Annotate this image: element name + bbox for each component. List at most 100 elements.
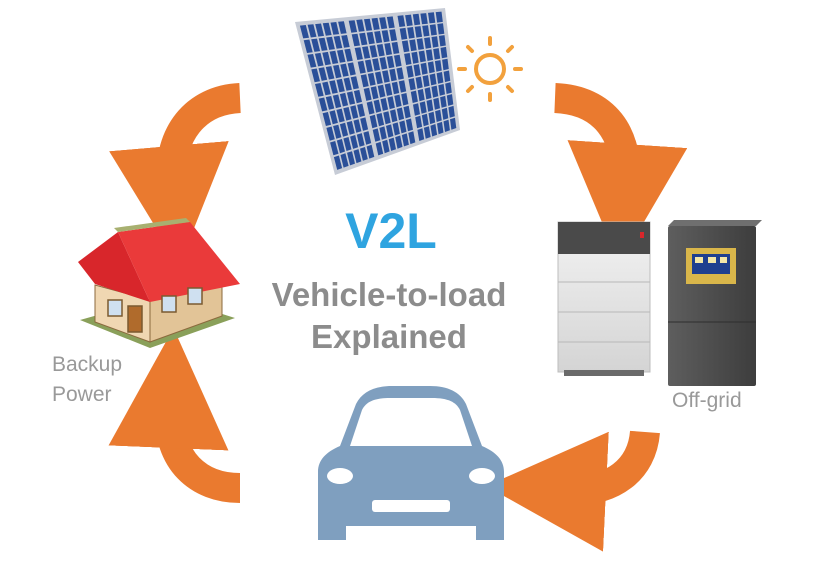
sun-icon xyxy=(457,36,523,102)
solar-cell xyxy=(357,103,365,117)
solar-cell xyxy=(377,84,386,98)
solar-cell xyxy=(434,60,442,72)
solar-cell xyxy=(396,67,404,80)
solar-cell xyxy=(336,108,345,123)
backup-label-line-1: Backup xyxy=(52,353,123,376)
solar-cell xyxy=(372,128,381,142)
solar-cell xyxy=(369,114,378,129)
solar-cell xyxy=(384,83,393,96)
solar-cell xyxy=(436,72,444,84)
solar-cell xyxy=(438,35,446,47)
solar-cell xyxy=(421,113,429,127)
solar-cell xyxy=(390,109,398,123)
solar-cell xyxy=(380,98,389,111)
solar-cell xyxy=(326,126,335,141)
solar-cell xyxy=(422,25,430,37)
solar-cell xyxy=(386,16,395,29)
solar-cell xyxy=(446,94,454,106)
solar-cell xyxy=(412,13,421,26)
solar-cell xyxy=(442,58,449,71)
solar-cell xyxy=(408,131,416,145)
solar-cell xyxy=(369,45,378,58)
solar-cell xyxy=(405,14,413,27)
house-icon xyxy=(78,218,240,348)
solar-cell xyxy=(440,46,448,59)
solar-cell xyxy=(427,61,435,74)
solar-cell xyxy=(329,110,338,125)
solar-cell xyxy=(417,128,425,141)
arrow-to-house xyxy=(109,83,242,266)
solar-cell xyxy=(384,43,392,56)
solar-cell xyxy=(375,71,383,85)
solar-cell xyxy=(435,109,442,122)
solar-cell xyxy=(311,68,320,83)
solar-cell xyxy=(381,30,390,43)
solar-cell xyxy=(450,117,457,130)
solar-cell xyxy=(360,74,369,88)
solar-cell xyxy=(414,26,423,38)
solar-cell xyxy=(315,83,324,97)
solar-cell xyxy=(318,37,328,51)
solar-cell xyxy=(389,68,397,82)
solar-cell xyxy=(373,99,382,113)
solar-cell xyxy=(422,75,430,87)
solar-cell xyxy=(391,41,400,54)
solar-cell xyxy=(353,89,362,104)
solar-cell xyxy=(339,122,349,137)
subtitle-line-1: Vehicle-to-load xyxy=(271,276,507,313)
solar-cell xyxy=(429,73,437,86)
solar-cell xyxy=(357,60,366,74)
solar-cell xyxy=(440,95,447,108)
solar-cell xyxy=(366,144,375,159)
solar-cell xyxy=(395,135,403,149)
solar-cell xyxy=(348,20,358,33)
solar-cell xyxy=(399,27,408,40)
solar-cell xyxy=(341,35,350,48)
solar-cell xyxy=(431,85,439,98)
solar-cell xyxy=(307,54,317,68)
solar-cell xyxy=(409,39,417,52)
solar-cell xyxy=(423,126,431,139)
battery-stack-icon xyxy=(557,221,651,376)
solar-cell xyxy=(426,99,434,112)
solar-cell xyxy=(303,39,313,53)
solar-cell xyxy=(343,137,352,151)
solar-cell xyxy=(425,49,433,61)
solar-cell xyxy=(441,107,449,120)
solar-cell xyxy=(413,64,421,77)
solar-cell xyxy=(346,91,356,105)
solar-cell xyxy=(343,107,352,121)
solar-cell xyxy=(382,70,390,83)
solar-cell xyxy=(401,93,409,106)
solar-cell xyxy=(339,92,349,107)
arrow-to-car xyxy=(486,429,660,552)
solar-cell xyxy=(330,141,339,156)
solar-cell xyxy=(353,119,362,133)
solar-cell xyxy=(367,72,376,86)
solar-cell xyxy=(428,12,436,24)
title: V2L xyxy=(345,203,437,259)
solar-cell xyxy=(392,122,400,136)
solar-cell xyxy=(386,55,395,69)
solar-cell xyxy=(431,36,439,48)
solar-cell xyxy=(350,135,359,149)
solar-cell xyxy=(397,15,406,27)
solar-cell xyxy=(326,36,335,50)
solar-cell xyxy=(360,147,368,161)
solar-cell xyxy=(376,44,385,57)
solar-cell xyxy=(372,58,381,71)
solar-cell xyxy=(340,153,349,168)
solar-cell xyxy=(391,81,400,95)
solar-cell xyxy=(399,120,407,134)
solar-cell xyxy=(430,124,438,137)
solar-cell xyxy=(364,18,373,31)
solar-cell xyxy=(332,94,342,109)
solar-cell xyxy=(370,86,379,100)
solar-cell xyxy=(404,53,412,65)
solar-cell xyxy=(376,113,385,127)
solar-cell xyxy=(337,49,346,63)
solar-cell xyxy=(379,57,388,70)
solar-cell xyxy=(389,29,397,42)
solar-cell xyxy=(371,17,380,30)
